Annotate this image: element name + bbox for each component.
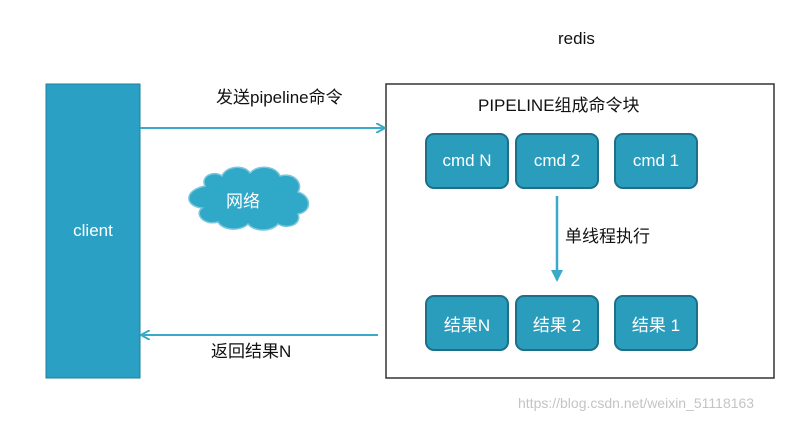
result-box-n: 结果N (425, 295, 509, 351)
result-box-1: 结果 1 (614, 295, 698, 351)
send-pipeline-label: 发送pipeline命令 (216, 88, 343, 107)
network-cloud (188, 166, 310, 231)
single-thread-exec-label: 单线程执行 (565, 227, 650, 246)
client-label: client (73, 221, 113, 240)
network-label: 网络 (226, 192, 260, 211)
command-box-2: cmd 2 (515, 133, 599, 189)
pipeline-block-title: PIPELINE组成命令块 (478, 96, 640, 115)
result-box-2: 结果 2 (515, 295, 599, 351)
command-box-1: cmd 1 (614, 133, 698, 189)
command-box-n: cmd N (425, 133, 509, 189)
watermark-text: https://blog.csdn.net/weixin_51118163 (518, 395, 755, 411)
client-bar (45, 83, 141, 379)
return-results-label: 返回结果N (211, 342, 292, 361)
redis-title: redis (558, 29, 595, 48)
